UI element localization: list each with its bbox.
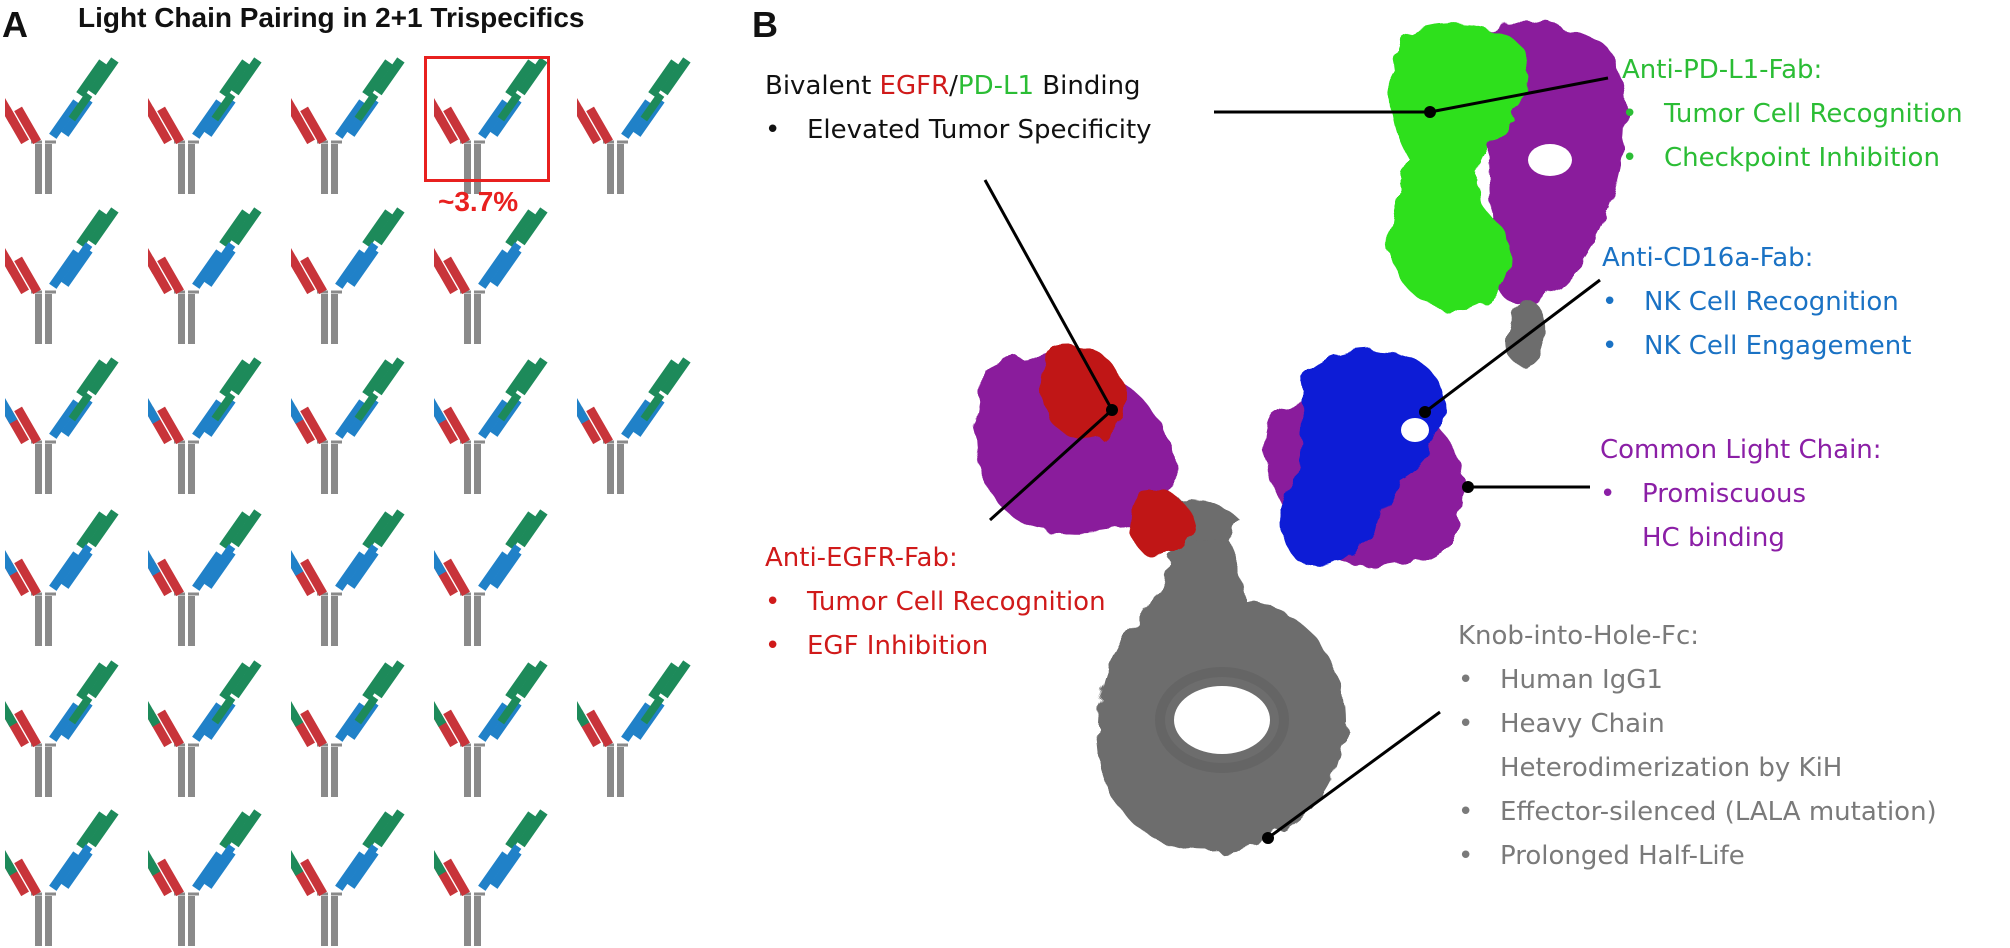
antibody-glyph bbox=[291, 346, 431, 496]
antibody-glyph bbox=[148, 649, 288, 799]
antibody-grid bbox=[0, 46, 760, 946]
antibody-glyph bbox=[434, 798, 574, 948]
leader-kih-fc bbox=[1267, 710, 1441, 840]
antibody-glyph bbox=[577, 649, 717, 799]
antibody-glyph bbox=[5, 46, 145, 196]
kih-fc-title: Knob-into-Hole-Fc: bbox=[1458, 621, 1700, 651]
light-chain-label: Common Light Chain: •Promiscuous HC bind… bbox=[1600, 428, 1882, 560]
antibody-glyph bbox=[434, 346, 574, 496]
antibody-glyph bbox=[5, 649, 145, 799]
egfr-fab-title: Anti-EGFR-Fab: bbox=[765, 543, 958, 573]
antibody-glyph bbox=[148, 498, 288, 648]
antibody-glyph bbox=[5, 346, 145, 496]
antibody-glyph bbox=[434, 649, 574, 799]
antibody-glyph bbox=[434, 498, 574, 648]
antibody-glyph bbox=[5, 798, 145, 948]
panel-a-label: A bbox=[2, 4, 28, 45]
antibody-glyph bbox=[291, 196, 431, 346]
antibody-glyph bbox=[5, 498, 145, 648]
antibody-glyph bbox=[434, 46, 574, 196]
leader-bivalent-egfr bbox=[983, 179, 1114, 411]
antibody-glyph bbox=[148, 46, 288, 196]
antibody-glyph bbox=[5, 196, 145, 346]
cd16a-fab-title: Anti-CD16a-Fab: bbox=[1602, 243, 1814, 273]
pdl1-fab-title: Anti-PD-L1-Fab: bbox=[1622, 55, 1823, 85]
antibody-glyph bbox=[291, 46, 431, 196]
antibody-glyph bbox=[291, 649, 431, 799]
antibody-glyph bbox=[577, 46, 717, 196]
kih-fc-label: Knob-into-Hole-Fc: •Human IgG1 •Heavy Ch… bbox=[1458, 614, 1937, 878]
bivalent-label: Bivalent EGFR/PD-L1 Binding •Elevated Tu… bbox=[765, 71, 1152, 145]
cd16a-fab-label: Anti-CD16a-Fab: •NK Cell Recognition •NK… bbox=[1602, 236, 1911, 368]
pdl1-fab-shape bbox=[1389, 21, 1626, 367]
panel-b-label: B bbox=[752, 4, 778, 45]
egfr-fab-label: Anti-EGFR-Fab: •Tumor Cell Recognition •… bbox=[765, 536, 1106, 668]
leader-egfr-fab bbox=[988, 408, 1114, 522]
antibody-glyph bbox=[148, 346, 288, 496]
panel-a-title: Light Chain Pairing in 2+1 Trispecifics bbox=[78, 2, 585, 33]
antibody-glyph bbox=[291, 798, 431, 948]
antibody-glyph bbox=[434, 196, 574, 346]
leader-cd16a-fab bbox=[1424, 278, 1601, 414]
egfr-fab-shape bbox=[975, 344, 1195, 557]
antibody-glyph bbox=[577, 346, 717, 496]
antibody-glyph bbox=[148, 196, 288, 346]
cd16a-fab-shape bbox=[1265, 350, 1464, 569]
highlight-box bbox=[424, 56, 550, 182]
leader-pdl1-fab bbox=[1429, 76, 1609, 114]
highlight-percent: ~3.7% bbox=[438, 186, 519, 217]
pdl1-fab-label: Anti-PD-L1-Fab: •Tumor Cell Recognition … bbox=[1622, 48, 1963, 180]
fc-hole bbox=[1174, 686, 1270, 754]
light-chain-title: Common Light Chain: bbox=[1600, 435, 1882, 465]
antibody-glyph bbox=[291, 498, 431, 648]
antibody-glyph bbox=[148, 798, 288, 948]
